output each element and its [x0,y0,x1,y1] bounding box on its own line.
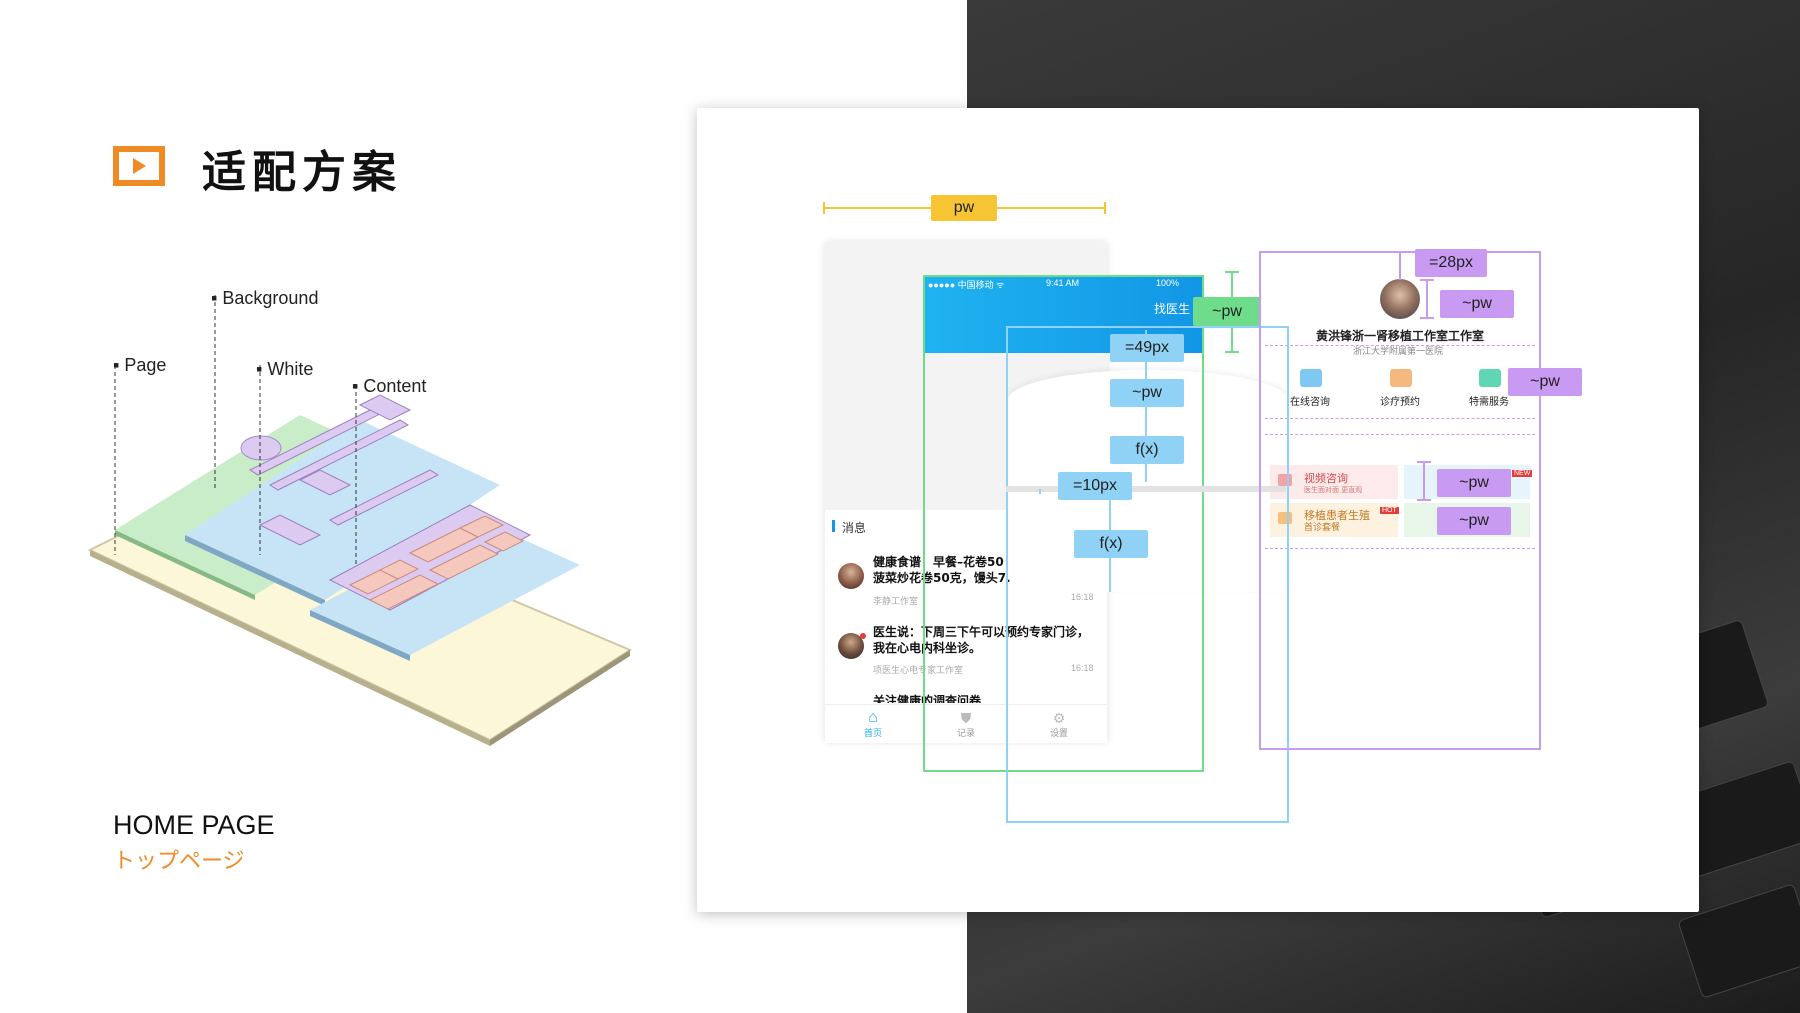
status-carrier: ●●●●● 中国移动 ᯤ [928,280,1005,290]
purple-pw-tag-1: ~pw [1440,290,1514,318]
purple-pw-tag-2: ~pw [1508,368,1582,396]
blue-pw-tag: ~pw [1110,379,1184,407]
divider [1265,548,1535,549]
avatar-block [240,435,282,461]
blue-fx-tag-1: f(x) [1110,436,1184,464]
blue-49px-tag: =49px [1110,334,1184,362]
content-pill-7 [483,531,525,552]
message-time-1: 16:18 [1071,592,1094,602]
slide-title: 适配方案 [202,147,402,198]
content-block-3 [258,514,322,546]
message-text-1[interactable]: 健康食谱：早餐–花卷50 菠菜炒花卷50克，馒头7. [873,555,1011,585]
home-page-subtitle: トップページ [113,849,245,874]
tab-record[interactable]: ⛊ 记录 [946,710,986,739]
calendar-icon [1390,369,1412,387]
purple-measure-lines [1399,252,1434,501]
status-battery: 100% [1156,278,1180,288]
message-source-2: 项医生心电专家工作室 [873,665,964,675]
green-pw-tag: ~pw [1193,297,1261,326]
unread-dot [860,633,866,639]
chat-icon [1300,369,1322,387]
content-block-1 [358,394,412,421]
content-pill-5 [368,574,440,610]
hot-badge: HOT [1380,507,1399,514]
special-service-icon [1479,369,1501,387]
green-outline [923,275,1204,772]
promo-fertility-sub: 首诊套餐 [1304,523,1341,533]
status-time: 9:41 AM [1046,278,1080,288]
message-section [825,510,1107,742]
find-doctor-label[interactable]: 找医生 [1154,302,1191,316]
message-source-1: 李静工作室 [873,596,919,606]
message-text-2[interactable]: 医生说：下周三下午可以预约专家门诊， 我在心电内科坐诊。 [873,625,1090,655]
content-bar-2 [268,419,410,491]
purple-pw-tag-3: ~pw [1437,469,1511,497]
promo-video-title: 视频咨询 [1304,472,1348,485]
content-bar-3 [328,469,440,526]
service-special[interactable]: 特需服务 [1469,397,1509,408]
content-pill-2 [378,559,420,580]
avatar [838,563,864,589]
content-pill-6 [428,544,500,580]
blue-10px-tag: =10px [1058,472,1132,500]
white-layer-2 [310,520,580,655]
label-background: ▪ Background [211,288,319,308]
content-block-2 [298,469,352,496]
service-consult[interactable]: 在线咨询 [1290,397,1330,408]
section-title: 消息 [842,521,867,535]
shield-icon: ⛊ [960,710,972,726]
divider [1265,434,1535,435]
pw-tag: pw [931,195,997,221]
tab-bar [825,704,1107,743]
purple-pw-tag-4: ~pw [1437,507,1511,535]
divider [1265,345,1535,346]
service-appointment[interactable]: 诊疗预约 [1380,397,1420,408]
label-content: ▪ Content [352,376,427,396]
gear-icon: ⚙ [1052,710,1066,726]
play-logo-icon [113,146,165,186]
blue-outline [1006,326,1289,823]
message-time-2: 16:18 [1071,663,1094,673]
white-layer [185,420,500,600]
label-white: ▪ White [256,359,314,379]
doctor-avatar [1380,279,1420,319]
avatar [838,633,864,659]
new-badge: NEW [1512,470,1533,477]
purple-28px-tag: =28px [1415,249,1487,277]
tab-settings[interactable]: ⚙ 设置 [1039,710,1079,739]
hospital-name: 浙江大学附属第一医院 [1353,347,1444,357]
divider [1265,418,1535,419]
home-icon: ⌂ [868,709,878,726]
studio-name: 黄洪锋浙一肾移植工作室工作室 [1316,329,1485,343]
promo-fertility-title: 移植患者生殖 [1304,509,1370,522]
blue-fx-tag-2: f(x) [1074,530,1148,558]
promo-video-sub: 医生面对面 更直观 [1304,486,1363,494]
section-marker [832,520,835,532]
layer-illustration [87,295,633,746]
label-page: ▪ Page [113,355,167,375]
tab-home[interactable]: ⌂ 首页 [853,710,893,739]
content-pill-4 [458,515,505,538]
message-text-3[interactable]: 关注健康的调查问卷 [873,694,982,703]
home-page-title: HOME PAGE [113,810,275,840]
